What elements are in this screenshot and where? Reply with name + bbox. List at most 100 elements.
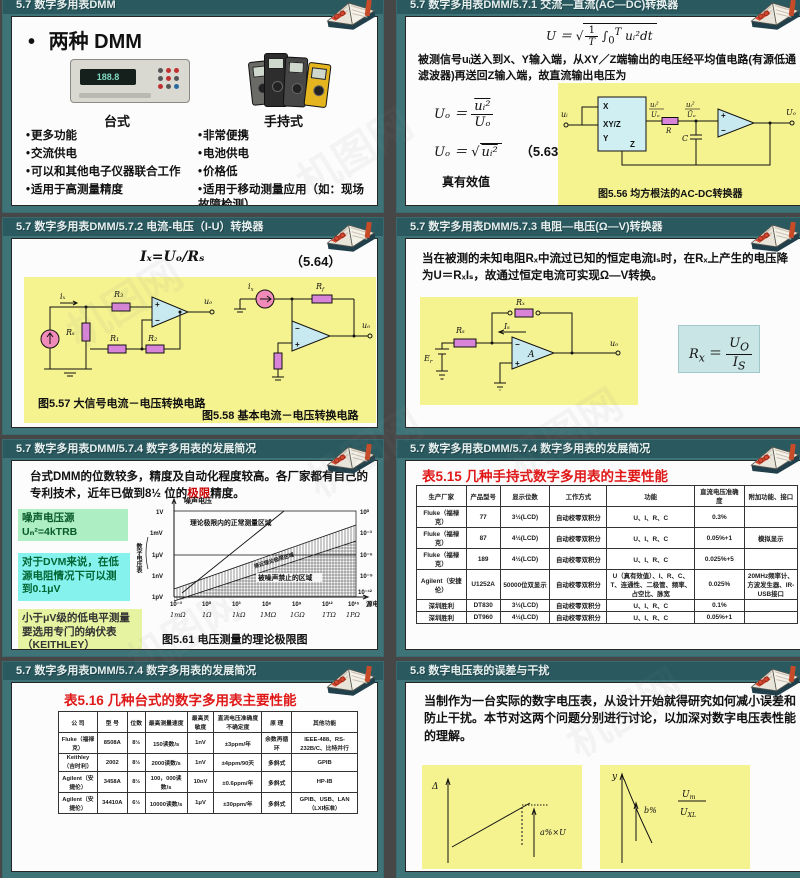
column-header: 工作方式 [549,485,608,507]
svg-text:1kΩ: 1kΩ [232,611,246,619]
svg-text:10⁻¹²: 10⁻¹² [358,589,372,596]
slide-5-development-chart[interactable]: 5.7 数字多用表DMM/5.7.4 数字多用表的发展简况 台式DMM的位数较多… [3,440,383,656]
slide-7-benchtop-table[interactable]: 5.7 数字多用表DMM/5.7.4 数字多用表的发展简况 表5.16 几种台式… [3,662,383,878]
svg-text:uₒ: uₒ [204,297,212,306]
main-bullet: • 两种 DMM [28,31,142,53]
svg-text:Rₛ: Rₛ [455,326,465,335]
column-header: 功能 [606,485,696,507]
svg-text:1GΩ: 1GΩ [290,611,305,619]
svg-text:A: A [527,350,535,360]
ac-dc-circuit-panel: uᵢ X XY/Z Y Z uᵢ² Uₒ R uᵢ² Ūₒ C [558,83,800,205]
side-label: 数字电压表 [135,542,143,574]
svg-text:iₓ: iₓ [60,292,66,301]
svg-text:uₒ: uₒ [610,339,618,348]
svg-text:y: y [611,772,618,782]
true-rms-note: 真有效值 [442,175,491,189]
slide-title: 5.7 数字多用表DMM/5.7.4 数字多用表的发展简况 [3,662,383,680]
column-header: 生产厂家 [416,485,467,507]
column-header: 其他功能 [291,711,358,733]
slide-2-ac-dc-converter[interactable]: 5.7 数字多用表DMM/5.7.1 交流—直流(AC—DC)转换器 U ＝ √… [397,0,800,212]
equation-number: （5.64） [290,254,342,269]
iu-formula: Iₓ=Uₒ/Rₛ [140,249,205,265]
svg-text:Δ: Δ [431,782,439,792]
svg-text:+: + [295,340,300,349]
slide-4-ohm-v-converter[interactable]: 5.7 数字多用表DMM/5.7.3 电阻—电压(Ω—V)转换器 当在被测的未知… [397,218,800,434]
error-figure-left: Δ a%×U [422,765,582,869]
noise-limit-chart: 噪声电压 1V 1mV 1μV 1nV 1pV 10⁰ 10⁻³ 10⁻⁶ 10… [135,496,378,619]
handheld-feature-list: •非常便携•电池供电•价格低•适用于移动测量应用（如：现场故障检测） [198,129,374,205]
list-item: •交流供电 [26,147,78,160]
ohm-v-circuit-diagram: Er Rₛ Rₓ Iₛ A − + [423,298,621,391]
book-icon [322,213,378,253]
slide-title: 5.7 数字多用表DMM/5.7.4 数字多用表的发展简况 [3,440,383,458]
handheld-label: 手持式 [264,114,304,129]
svg-text:1pV: 1pV [152,595,163,601]
slide-content: • 两种 DMM 188.8 台式 手持式 •更多功能•交流供电•可以和其他电子… [11,16,378,206]
description-paragraph: 当制作为一台实际的数字电压表，从设计开始就得研究如何减小误差和防止干扰。本节对这… [424,694,797,743]
figure-caption: 图5.61 电压测量的理论极限图 [162,634,308,646]
table-title: 表5.16 几种台式的数字多用表主要性能 [64,693,297,708]
column-header: 直流电压准确度 [694,485,745,507]
svg-text:UXL: UXL [680,808,696,819]
list-item: •可以和其他电子仪器联合工作 [26,165,181,178]
svg-text:被噪声禁止的区域: 被噪声禁止的区域 [258,573,313,582]
slide-content: 当在被测的未知电阻Rₓ中流过已知的恒定电流Iₛ时，在Rₓ上产生的电压降为U＝Rₓ… [405,238,800,428]
svg-text:1Ω: 1Ω [202,611,212,619]
slide-6-handheld-table[interactable]: 5.7 数字多用表DMM/5.7.4 数字多用表的发展简况 表5.15 几种手持… [397,440,800,656]
svg-text:R: R [665,127,672,135]
slide-content: 表5.15 几种手持式数字多用表的主要性能 生产厂家产品型号显示位数工作方式功能… [405,460,800,650]
svg-text:Z: Z [630,140,635,149]
svg-text:uᵢ²: uᵢ² [650,101,659,109]
figure-caption: 图5.58 基本电流－电压转换电路 [202,410,359,422]
list-item: •适用于高测量精度 [26,183,124,196]
slide-title: 5.7 数字多用表DMM/5.7.3 电阻—电压(Ω—V)转换器 [397,218,800,236]
svg-text:1PΩ: 1PΩ [346,611,361,619]
description-paragraph: 被测信号uᵢ送入到X、Y输入端，从XY／Z端输出的电压经平均值电路(有源低通滤波… [418,54,796,82]
svg-text:10⁻⁶: 10⁻⁶ [360,553,373,559]
list-item: •价格低 [198,165,238,178]
column-header: 最高灵敏度 [186,711,215,733]
column-header: 直流电压准确度不确定度 [213,711,263,733]
slide-8-errors-interference[interactable]: 5.8 数字电压表的误差与干扰 当制作为一台实际的数字电压表，从设计开始就得研究… [397,662,800,878]
svg-text:Ūₒ: Ūₒ [687,110,696,119]
svg-text:1TΩ: 1TΩ [322,611,336,619]
svg-text:1V: 1V [156,510,163,516]
svg-text:10⁻³: 10⁻³ [360,530,372,537]
book-icon [746,0,800,31]
svg-text:10⁻³: 10⁻³ [170,601,182,608]
svg-text:X: X [603,102,609,111]
column-header: 附加功能、接口 [743,485,799,507]
column-header: 原 理 [261,711,293,733]
table-title: 表5.15 几种手持式数字多用表的主要性能 [422,469,669,484]
slide-1-dmm-overview[interactable]: 5.7 数字多用表DMM • 两种 DMM 188.8 台式 [3,0,383,212]
slides-preview-page: { "page": { "watermark": "机图网", "frame_c… [3,0,800,878]
svg-text:源电阻: 源电阻 [366,599,378,608]
svg-text:C: C [682,134,688,143]
slide-content: Iₓ=Uₒ/Rₛ （5.64） iₓ Rₛ R₃ + − [11,238,378,428]
svg-text:10¹⁵: 10¹⁵ [348,601,360,608]
svg-text:Rf: Rf [315,282,325,293]
svg-text:−: − [515,340,520,349]
highlight-red: 极限 [187,487,211,500]
svg-text:Rₛ: Rₛ [65,328,75,337]
column-header: 显示位数 [499,485,551,507]
svg-text:uₒ: uₒ [362,321,370,330]
svg-text:−: − [295,324,300,333]
svg-text:−: − [155,316,160,325]
slide-content: 台式DMM的位数较多，精度及自动化程度较高。各厂家都有自己的专利技术，近年已做到… [11,460,378,650]
formula-2: Uₒ ＝ √uᵢ² （5.63） [434,143,572,160]
svg-text:a%×U: a%×U [540,828,566,837]
slide-3-iu-converter[interactable]: 5.7 数字多用表DMM/5.7.2 电流-电压（I-U）转换器 Iₓ=Uₒ/R… [3,218,383,434]
svg-text:Uₒ: Uₒ [786,108,796,117]
